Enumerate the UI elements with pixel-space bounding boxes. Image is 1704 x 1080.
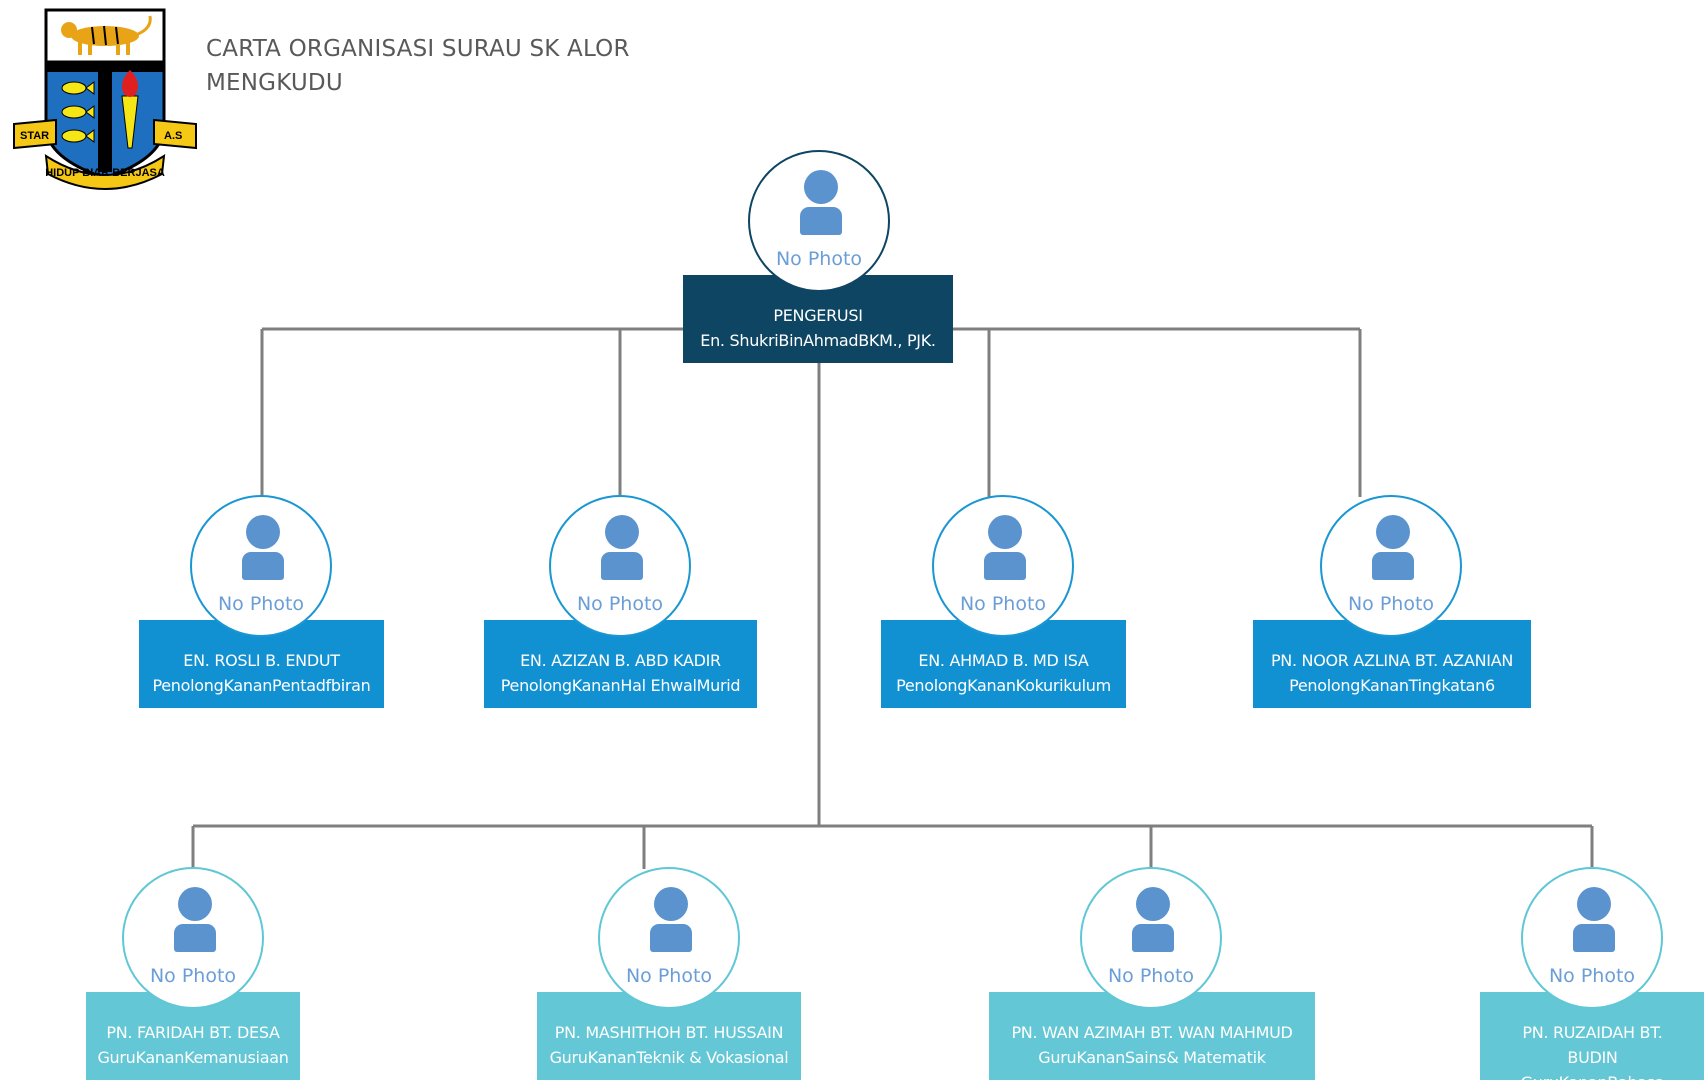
avatar-placeholder: No Photo [748,150,890,292]
school-crest-logo: STAR A.S HIDUP BIAR BERJASA [13,8,197,190]
avatar-placeholder: No Photo [598,867,740,1009]
no-photo-label: No Photo [149,965,237,987]
no-photo-label: No Photo [217,593,305,615]
avatar-placeholder: No Photo [1320,495,1462,637]
person-name: EN. AHMAD B. MD ISA [918,651,1089,670]
person-role: PenolongKananPentadfbiran [152,676,371,695]
avatar-placeholder: No Photo [549,495,691,637]
no-photo-label: No Photo [1107,965,1195,987]
person-icon [246,515,280,549]
person-body-icon [1573,924,1615,952]
no-photo-label: No Photo [625,965,713,987]
person-name: PN. MASHITHOH BT. HUSSAIN [554,1023,784,1042]
person-role: PenolongKananTingkatan6 [1289,676,1495,695]
person-body-icon [984,552,1026,580]
person-name: PN. NOOR AZLINA BT. AZANIAN [1270,651,1514,670]
person-role: PenolongKananKokurikulum [896,676,1111,695]
person-name: EN. AZIZAN B. ABD KADIR [520,651,721,670]
person-body-icon [174,924,216,952]
person-role: GuruKananSains& Matematik [1038,1048,1266,1067]
no-photo-label: No Photo [1347,593,1435,615]
logo-motto: HIDUP BIAR BERJASA [45,167,165,179]
person-icon [1376,515,1410,549]
person-name: PENGERUSI [773,306,863,325]
person-icon [178,887,212,921]
person-icon [654,887,688,921]
person-body-icon [601,552,643,580]
person-icon [605,515,639,549]
torch-icon [121,70,139,149]
person-body-icon [800,207,842,235]
person-name: PN. FARIDAH BT. DESA [106,1023,280,1042]
person-icon [804,170,838,204]
avatar-placeholder: No Photo [1521,867,1663,1009]
person-role: GuruKananKemanusiaan [97,1048,289,1067]
tiger-icon [61,15,152,55]
no-photo-label: No Photo [576,593,664,615]
avatar-placeholder: No Photo [932,495,1074,637]
logo-banner-right: A.S [164,130,182,142]
person-body-icon [1132,924,1174,952]
logo-banner-left: STAR [20,130,49,142]
person-body-icon [242,552,284,580]
person-role: GuruKananTeknik & Vokasional [549,1048,789,1067]
person-body-icon [650,924,692,952]
no-photo-label: No Photo [775,248,863,270]
person-name: PN. RUZAIDAH BT. BUDIN [1522,1023,1663,1067]
person-icon [988,515,1022,549]
person-role: PenolongKananHal EhwalMurid [500,676,741,695]
no-photo-label: No Photo [1548,965,1636,987]
avatar-placeholder: No Photo [190,495,332,637]
position-card: PN. NOOR AZLINA BT. AZANIAN PenolongKanan… [1253,620,1531,708]
person-name: PN. WAN AZIMAH BT. WAN MAHMUD [1011,1023,1293,1042]
person-body-icon [1372,552,1414,580]
page-title: CARTA ORGANISASI SURAU SK ALOR MENGKUDU [206,36,630,96]
fish-icon [61,81,95,143]
no-photo-label: No Photo [959,593,1047,615]
person-role: GuruKananBahasa [1480,1070,1704,1080]
person-role: En. ShukriBinAhmadBKM., PJK. [700,331,936,350]
person-name: EN. ROSLI B. ENDUT [183,651,340,670]
avatar-placeholder: No Photo [1080,867,1222,1009]
person-icon [1577,887,1611,921]
person-icon [1136,887,1170,921]
avatar-placeholder: No Photo [122,867,264,1009]
